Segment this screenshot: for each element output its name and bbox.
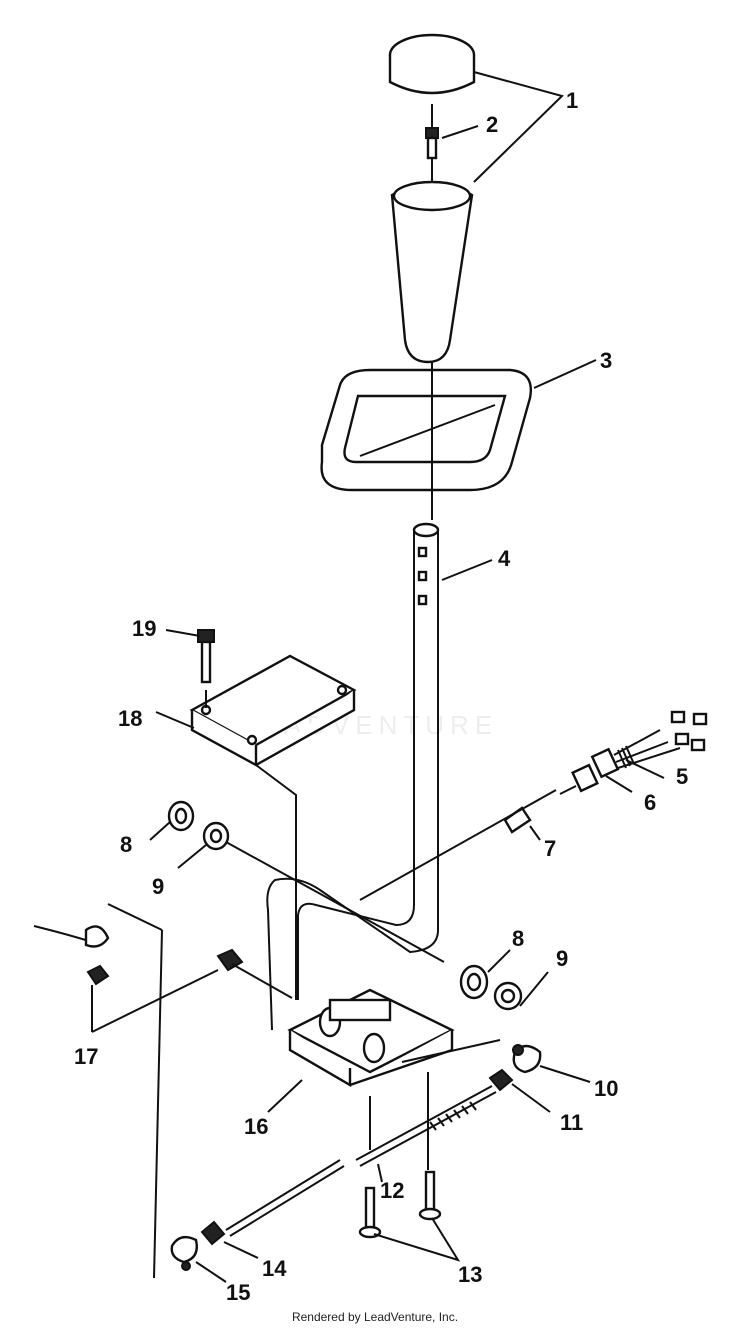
callout-8-lower: 8 [512,926,524,951]
switch-part-6 [559,747,620,795]
nut-part-11 [488,1068,514,1092]
wire-harness-part-5 [613,710,708,769]
washer-part-8-upper [167,800,195,832]
screw-part-13-left [358,1186,382,1239]
callout-9-lower: 9 [556,946,568,971]
callout-18: 18 [118,706,142,731]
leader-lines [149,71,665,1283]
callout-15: 15 [226,1280,250,1305]
callout-1: 1 [566,88,578,113]
callout-7: 7 [544,836,556,861]
rod-end-part-15 [170,1235,198,1271]
callout-14: 14 [262,1256,287,1281]
callout-12: 12 [380,1178,404,1203]
callout-2: 2 [486,112,498,137]
base-block [287,988,455,1088]
clip-part-17 [33,903,293,1279]
callout-17: 17 [74,1044,98,1069]
callout-10: 10 [594,1076,618,1101]
bolt-part-19 [197,629,215,684]
lower-rod [225,1159,345,1237]
screw-part-2 [425,127,439,160]
callout-5: 5 [676,764,688,789]
washer-part-9-lower [493,981,523,1011]
washer-part-9-upper [202,821,230,851]
callout-11: 11 [560,1110,583,1135]
shift-boot [320,368,532,492]
washer-part-8-lower [459,964,489,1000]
cover-plate [189,654,357,768]
rod-end-part-10 [512,1044,542,1074]
shift-handle [390,180,474,364]
callout-16: 16 [244,1114,268,1139]
callout-19: 19 [132,616,156,641]
callout-6: 6 [644,790,656,815]
shift-lever [266,522,440,1031]
knob-cap [388,33,476,95]
callout-9-upper: 9 [152,874,164,899]
callout-13: 13 [458,1262,482,1287]
screw-part-13-right [418,1170,442,1221]
footer-credit: Rendered by LeadVenture, Inc. [291,1310,459,1324]
callout-8-upper: 8 [120,832,132,857]
threaded-rod-part-12 [355,1039,501,1170]
callout-3: 3 [600,348,612,373]
nut-part-14 [200,1220,226,1246]
callout-4: 4 [498,546,511,571]
